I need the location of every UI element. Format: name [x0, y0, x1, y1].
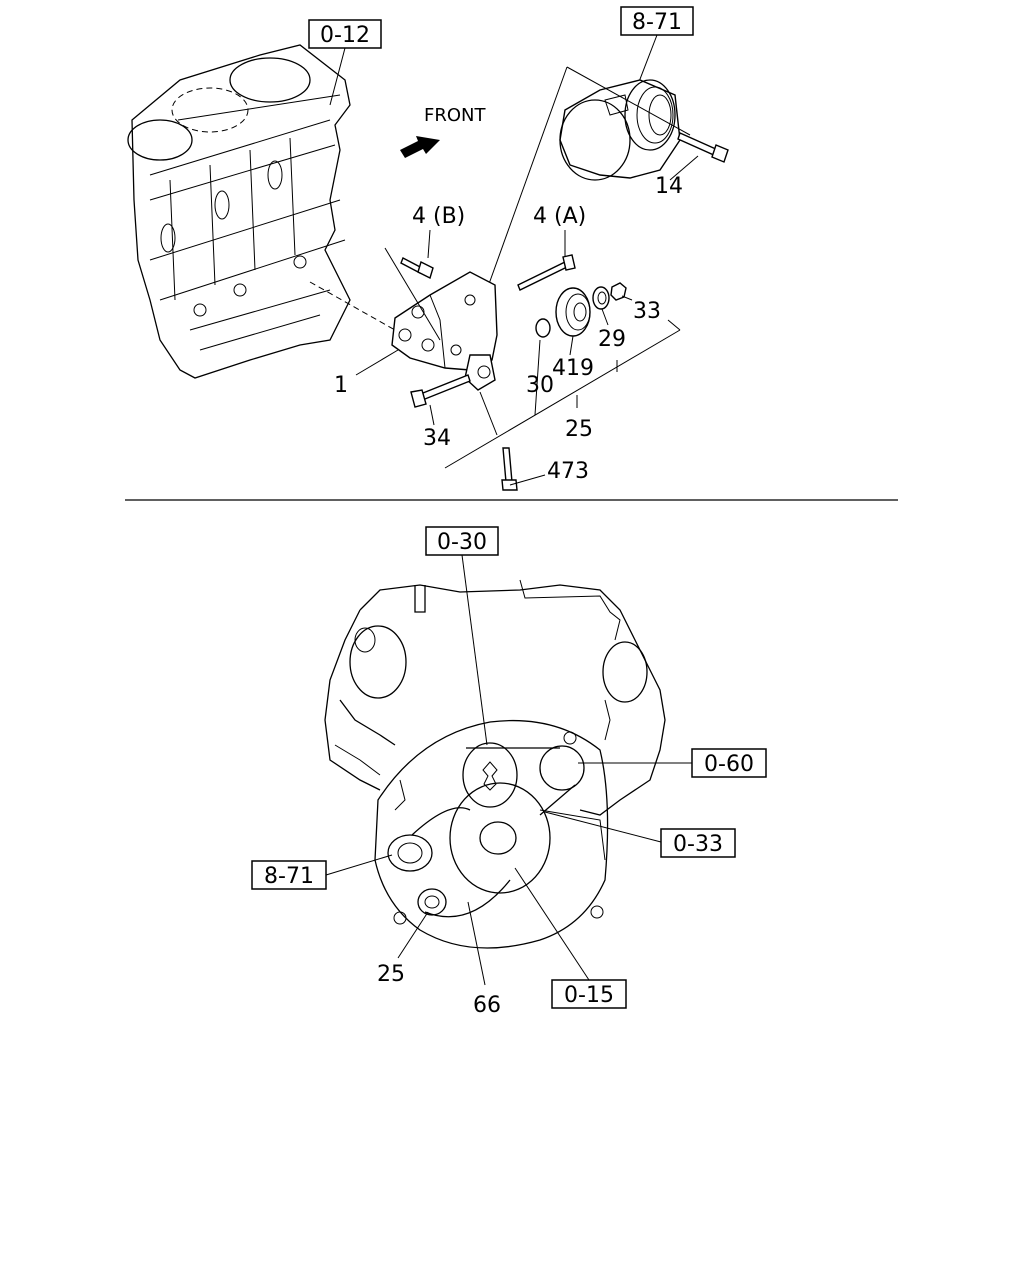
bolt-4a — [517, 254, 576, 291]
front-arrow-icon — [400, 136, 440, 158]
ref-box-0-30[interactable]: 0-30 — [425, 526, 499, 556]
part-label-4a: 4 (A) — [533, 204, 586, 229]
ref-box-0-15[interactable]: 0-15 — [551, 979, 627, 1009]
engine-block — [127, 44, 351, 379]
ref-box-0-60[interactable]: 0-60 — [691, 748, 767, 778]
ref-box-label: 0-15 — [564, 983, 614, 1008]
ref-box-label: 0-12 — [320, 23, 370, 48]
ref-box-label: 8-71 — [632, 10, 682, 35]
ref-box-label: 0-60 — [704, 752, 754, 777]
bolt-14 — [677, 132, 729, 163]
part-label-66: 66 — [473, 993, 501, 1018]
ref-box-8-71-top[interactable]: 8-71 — [620, 6, 694, 36]
part-label-30: 30 — [526, 373, 554, 398]
ref-box-0-12[interactable]: 0-12 — [308, 19, 382, 49]
ref-box-label: 8-71 — [264, 864, 314, 889]
part-label-4b: 4 (B) — [412, 204, 465, 229]
part-label-33: 33 — [633, 299, 661, 324]
part-label-473: 473 — [547, 459, 589, 484]
bolt-34 — [410, 374, 471, 408]
spacer-30 — [535, 318, 551, 338]
part-label-29: 29 — [598, 327, 626, 352]
ref-box-label: 0-33 — [673, 832, 723, 857]
bolt-4b — [400, 257, 434, 279]
compressor-bracket — [391, 271, 498, 391]
front-indicator: FRONT — [400, 105, 486, 158]
ref-box-8-71-bottom[interactable]: 8-71 — [251, 860, 327, 890]
ref-box-0-33[interactable]: 0-33 — [660, 828, 736, 858]
part-label-14: 14 — [655, 174, 683, 199]
ref-box-label: 0-30 — [437, 530, 487, 555]
part-label-25-top: 25 — [565, 417, 593, 442]
bolt-473 — [501, 447, 518, 491]
part-label-1: 1 — [334, 373, 348, 398]
part-label-25-bottom: 25 — [377, 962, 405, 987]
front-label: FRONT — [424, 105, 486, 126]
idler-pulley — [555, 287, 591, 337]
part-label-34: 34 — [423, 426, 451, 451]
nut-33 — [610, 282, 627, 301]
engine-front-view — [324, 579, 666, 949]
ac-compressor — [559, 79, 681, 181]
washer-29 — [592, 286, 610, 310]
part-label-419: 419 — [552, 356, 594, 381]
